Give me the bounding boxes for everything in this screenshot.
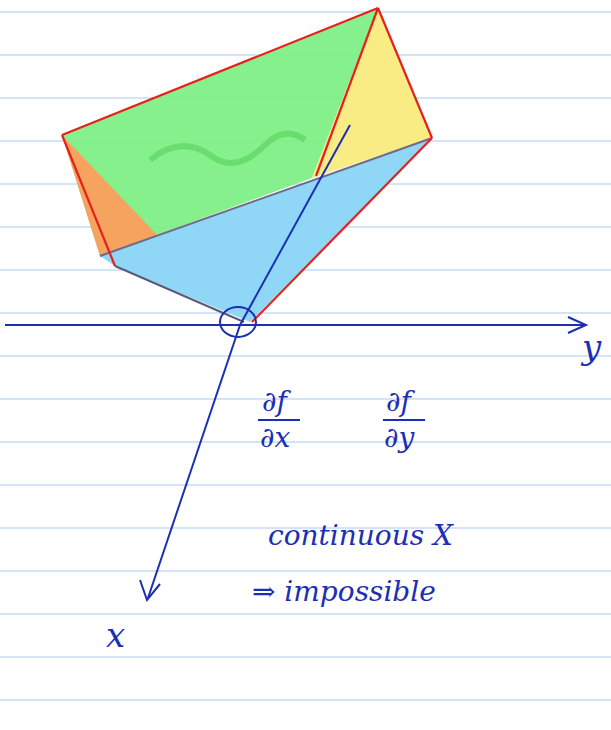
- axes: [5, 125, 586, 600]
- axis-label: y: [582, 330, 601, 364]
- axis-label: x: [106, 618, 125, 652]
- note-text: ⇒ impossible: [252, 578, 436, 606]
- fraction-numerator: ∂f: [262, 388, 287, 416]
- fraction-denominator: ∂x: [260, 424, 290, 452]
- fraction-denominator: ∂y: [384, 424, 414, 452]
- fraction-numerator: ∂f: [386, 388, 411, 416]
- note-text: continuous X: [268, 522, 453, 550]
- triangulated-surface: [62, 8, 432, 322]
